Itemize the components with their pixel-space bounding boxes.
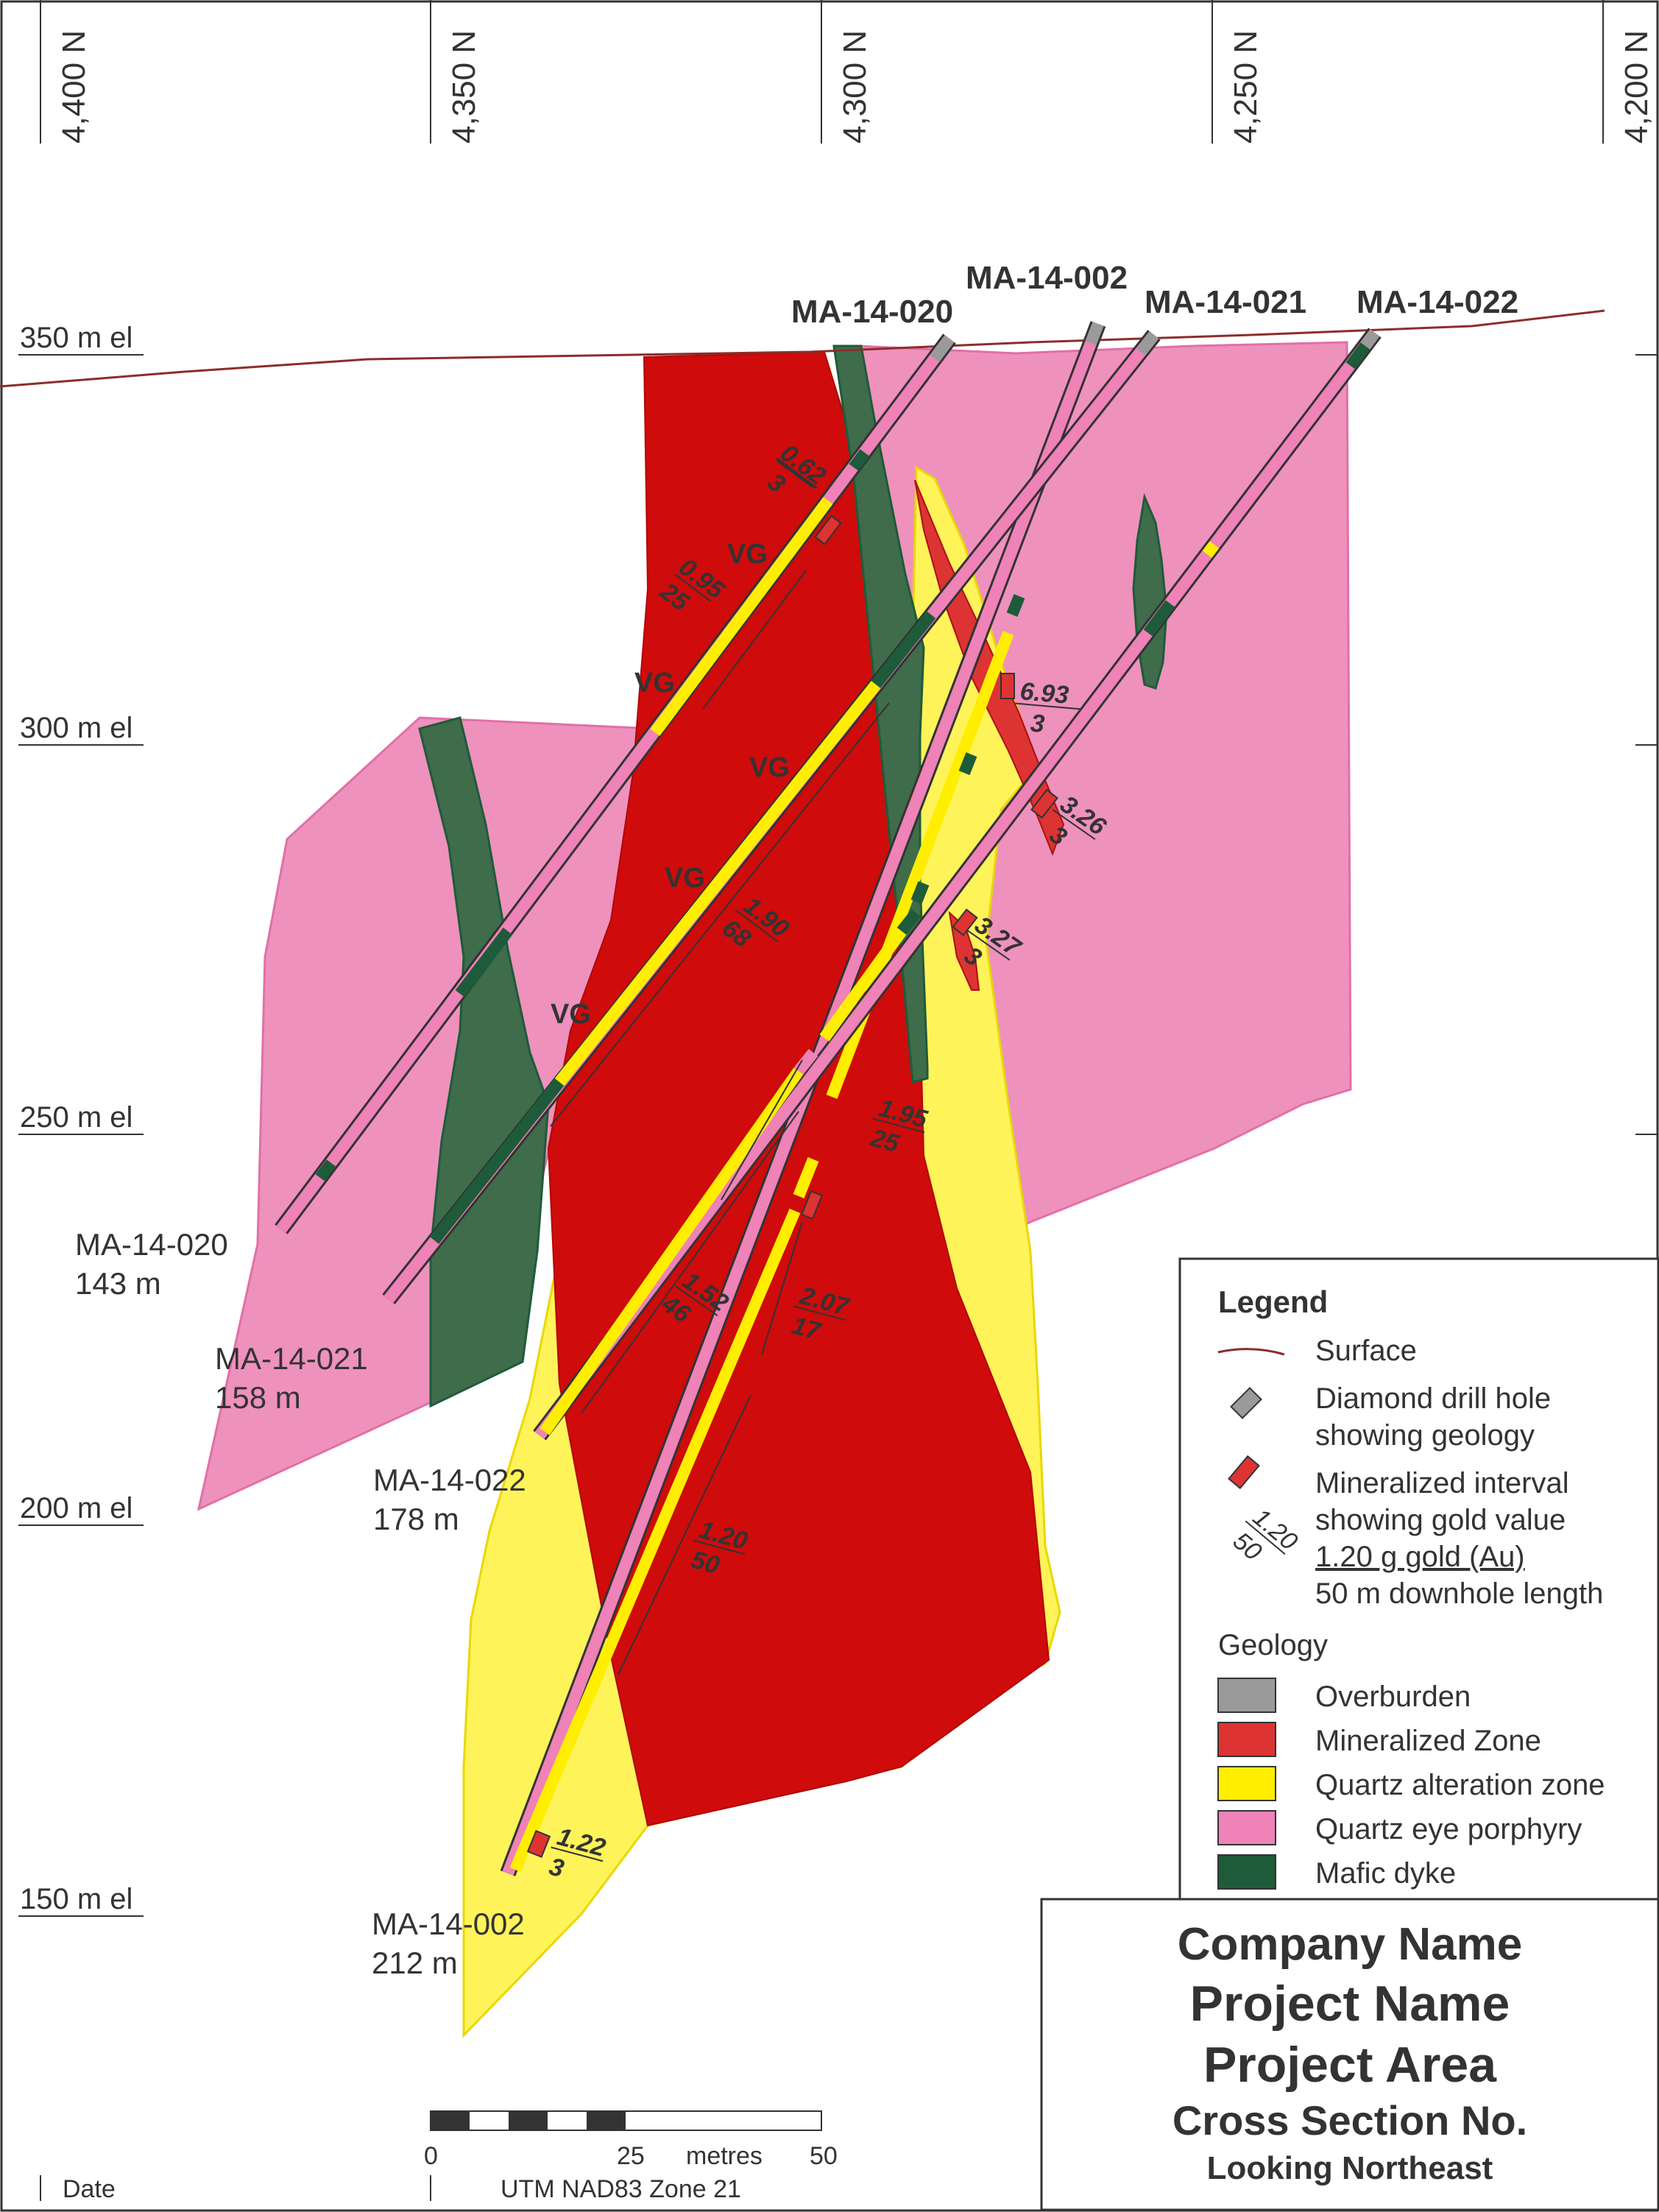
scale-unit: metres: [686, 2142, 763, 2170]
vg-label-2: VG: [634, 668, 675, 699]
elevation-label-200: 200 m el: [20, 1492, 132, 1524]
northing-label-4400: 4,400 N: [56, 30, 92, 144]
legend-title: Legend: [1218, 1285, 1328, 1319]
legend-drillhole-swatch: [1230, 1387, 1262, 1419]
eoh-label-ma-14-002: MA-14-002: [372, 1907, 525, 1941]
collar-label-ma-14-021: MA-14-021: [1145, 284, 1306, 320]
vg-label-5: VG: [551, 999, 591, 1030]
legend-label-alteration: Quartz alteration zone: [1315, 1769, 1605, 1801]
legend-swatch-mafic: [1217, 1854, 1276, 1890]
title-project: Project Name: [1190, 1976, 1510, 2032]
legend-swatch-mineralized: [1217, 1722, 1276, 1757]
assay-6-93: 6.93 3: [1015, 677, 1082, 739]
collar-label-ma-14-020: MA-14-020: [791, 294, 953, 330]
scale-tick-25: 25: [617, 2142, 645, 2170]
legend-interval-swatch: [1228, 1455, 1260, 1490]
legend-swatch-overburden: [1217, 1678, 1276, 1713]
northing-label-4200: 4,200 N: [1619, 30, 1655, 144]
eoh-label-ma-14-022: MA-14-022: [373, 1463, 526, 1497]
collar-label-ma-14-002: MA-14-002: [966, 260, 1128, 296]
legend-drillhole-label-2: showing geology: [1315, 1419, 1535, 1452]
footer: Date UTM NAD83 Zone 21: [40, 2175, 741, 2203]
surface-line: [0, 309, 1605, 388]
legend-swatch-alteration: [1217, 1766, 1276, 1801]
interval-outlines: [550, 570, 890, 1675]
assay-1-95: 1.95 25: [867, 1094, 931, 1158]
collar-label-ma-14-022: MA-14-022: [1356, 284, 1518, 320]
legend-interval-label-2: showing gold value: [1315, 1504, 1566, 1536]
legend-swatch-porphyry: [1217, 1810, 1276, 1845]
legend-geology-title: Geology: [1218, 1629, 1328, 1661]
title-section: Cross Section No.: [1172, 2097, 1527, 2144]
legend-interval-label-3: 1.20 g gold (Au): [1315, 1541, 1525, 1573]
northing-label-4350: 4,350 N: [446, 30, 482, 144]
footer-projection: UTM NAD83 Zone 21: [500, 2175, 741, 2203]
footer-date: Date: [63, 2175, 116, 2203]
legend-label-mineralized: Mineralized Zone: [1315, 1725, 1541, 1757]
elevation-label-350: 350 m el: [20, 322, 132, 354]
elevation-label-300: 300 m el: [20, 712, 132, 744]
legend: Legend Surface Diamond drill hole showin…: [1178, 1257, 1659, 1901]
legend-label-mafic: Mafic dyke: [1315, 1857, 1456, 1890]
legend-interval-label-4: 50 m downhole length: [1315, 1577, 1603, 1610]
svg-text:3: 3: [1030, 710, 1046, 739]
northing-label-4250: 4,250 N: [1228, 30, 1264, 144]
scale-tick-0: 0: [424, 2142, 438, 2170]
scale-tick-50: 50: [810, 2142, 838, 2170]
vg-label-3: VG: [749, 752, 790, 783]
eoh-depth-ma-14-020: 143 m: [75, 1266, 161, 1301]
drillhole-ma-14-021: [382, 330, 1161, 1304]
eoh-label-ma-14-021: MA-14-021: [215, 1341, 368, 1376]
title-block: Company Name Project Name Project Area C…: [1040, 1898, 1659, 2211]
legend-label-overburden: Overburden: [1315, 1681, 1471, 1713]
elevation-label-250: 250 m el: [20, 1101, 132, 1134]
title-company: Company Name: [1178, 1919, 1523, 1970]
eoh-depth-ma-14-021: 158 m: [215, 1380, 301, 1415]
northing-label-4300: 4,300 N: [837, 30, 873, 144]
legend-label-porphyry: Quartz eye porphyry: [1315, 1813, 1582, 1845]
legend-interval-label-1: Mineralized interval: [1315, 1467, 1569, 1499]
northing-grid: 4,400 N 4,350 N 4,300 N 4,250 N 4,200 N: [40, 0, 1655, 144]
eoh-depth-ma-14-002: 212 m: [372, 1946, 458, 1980]
title-looking: Looking Northeast: [1207, 2150, 1493, 2186]
title-area: Project Area: [1203, 2037, 1497, 2093]
eoh-label-ma-14-020: MA-14-020: [75, 1227, 228, 1262]
elevation-axis: 350 m el 300 m el 250 m el 200 m el 150 …: [18, 322, 1658, 1917]
legend-drillhole-label-1: Diamond drill hole: [1315, 1382, 1551, 1415]
elevation-label-150: 150 m el: [20, 1883, 132, 1915]
drillhole-ma-14-022: [533, 328, 1382, 1441]
legend-surface-swatch: [1217, 1348, 1285, 1356]
legend-surface-label: Surface: [1315, 1335, 1417, 1367]
drillhole-ma-14-020: [275, 333, 956, 1234]
scale-bar: 0 25 metres 50: [424, 2110, 838, 2170]
eoh-depth-ma-14-022: 178 m: [373, 1502, 459, 1536]
vg-label-4: VG: [665, 863, 705, 894]
vg-label-1: VG: [727, 539, 768, 570]
